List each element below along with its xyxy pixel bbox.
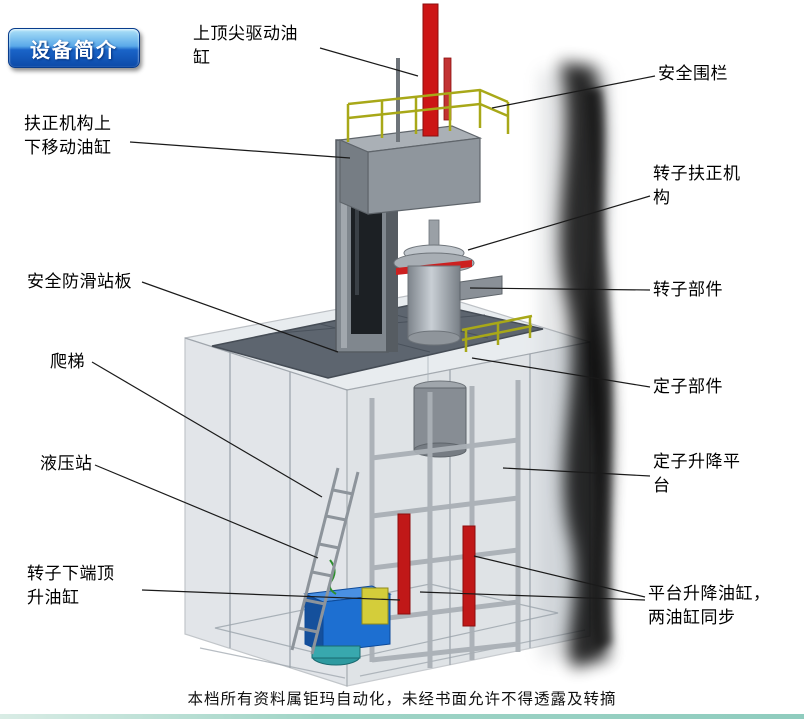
callout-safety-fence: 安全围栏 [658, 64, 728, 84]
shadow-smear [560, 62, 612, 668]
title-badge-label: 设备简介 [30, 37, 118, 62]
callout-hydraulic-station: 液压站 [40, 454, 93, 474]
access-ladder [290, 467, 360, 655]
head-assembly [337, 125, 483, 215]
platform-lift-cylinder-rods [397, 513, 476, 627]
footer-copyright-note: 本档所有资料属钜玛自动化，未经书面允许不得透露及转摘 [187, 690, 617, 708]
callout-stator-lift-platform: 定子升降平台 [653, 452, 741, 497]
callout-platform-lift-cylinders: 平台升降油缸，两油缸同步 [648, 584, 771, 629]
callout-ladder: 爬梯 [50, 352, 85, 372]
callout-rotor-bottom-jack-cylinder: 转子下端顶升油缸 [27, 564, 115, 609]
callout-top-drive-cylinder: 上顶尖驱动油缸 [193, 24, 298, 69]
callout-stator-part: 定子部件 [653, 377, 723, 397]
callout-rotor-centering-mechanism: 转子扶正机构 [653, 164, 741, 209]
callout-rotor-part: 转子部件 [653, 280, 723, 300]
safety-railing [346, 88, 510, 142]
bottom-accent-strip [0, 714, 804, 719]
platform-railing [461, 314, 533, 352]
leader-lines [91, 47, 656, 601]
callout-anti-slip-platform: 安全防滑站板 [27, 272, 132, 292]
title-badge: 设备简介 [8, 28, 140, 68]
callout-centering-mechanism-cylinder: 扶正机构上下移动油缸 [24, 114, 112, 159]
top-drive-cylinder-rods [396, 3, 452, 142]
